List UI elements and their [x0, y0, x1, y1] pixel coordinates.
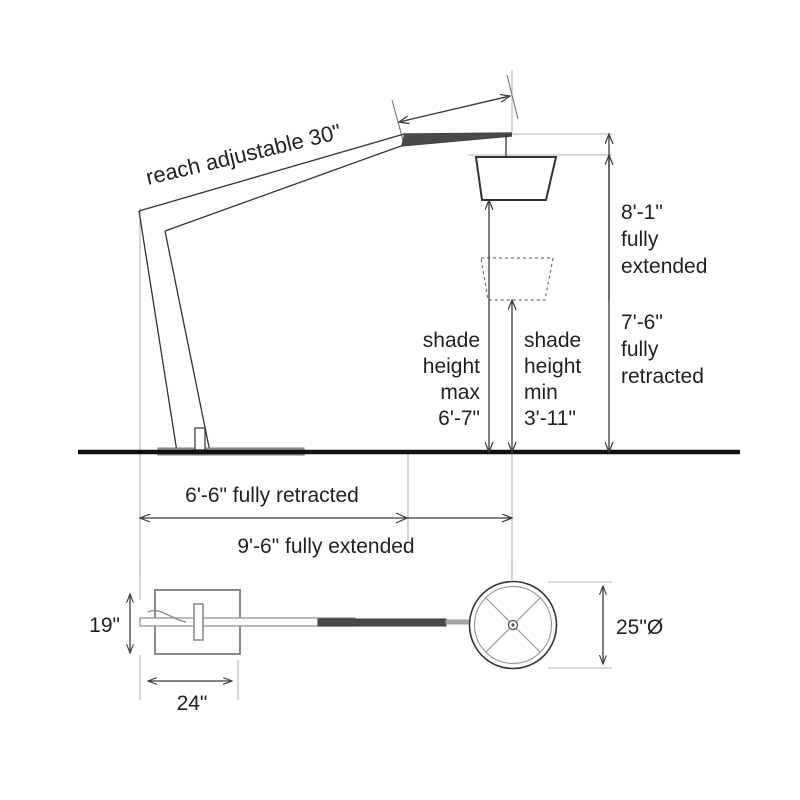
overall-retracted-line2: fully: [621, 338, 659, 361]
shade-height-min-line4: 3'-11": [524, 407, 576, 430]
overall-extended-line3: extended: [621, 255, 707, 278]
shade-height-min-label: shade height min 3'-11": [524, 329, 581, 430]
reach-retracted-arrowhead: [395, 512, 409, 524]
shade-height-min-line2: height: [524, 355, 581, 378]
plan-shade-inner-circle: [473, 585, 553, 665]
reach-retracted-label: 6'-6" fully retracted: [185, 484, 359, 507]
shade-extended: [474, 156, 558, 201]
shade-retracted-ghost: [480, 257, 554, 301]
shade-height-max-line3: max: [440, 381, 480, 404]
shade-height-max-label: shade height max 6'-7": [423, 329, 481, 430]
reach-adjustable-dimension: [391, 74, 519, 145]
plan-cable-detail: [147, 609, 187, 623]
reach-tick-right: [506, 74, 519, 120]
reach-extended-label: 9'-6" fully extended: [237, 535, 414, 558]
arm-tip-solid: [401, 133, 512, 146]
arm-front-leg: [164, 230, 211, 453]
shade-height-max-line4: 6'-7": [438, 407, 480, 430]
plan-arm-mid: [317, 618, 447, 627]
shade-height-min-line1: shade: [524, 329, 581, 352]
shade-height-max-line1: shade: [423, 329, 480, 352]
overall-retracted-line3: retracted: [621, 365, 704, 388]
base-depth-label: 19": [89, 614, 120, 637]
plan-extension-lines: [139, 560, 612, 700]
plan-view: 19" 24" 25"Ø: [89, 560, 663, 715]
shade-height-min-line3: min: [524, 381, 558, 404]
base-width-label: 24": [177, 692, 208, 715]
shade-diameter-label: 25"Ø: [616, 616, 663, 639]
reach-dimension-arrow: [399, 96, 510, 122]
overall-retracted-line1: 7'-6": [621, 311, 663, 334]
arm-rear-leg: [138, 210, 178, 453]
base-post: [194, 427, 206, 451]
overall-extended-line1: 8'-1": [621, 201, 663, 224]
overall-retracted-label: 7'-6" fully retracted: [621, 311, 704, 388]
overall-extended-label: 8'-1" fully extended: [621, 201, 707, 278]
overall-extended-line2: fully: [621, 228, 659, 251]
plan-shade-hub-center: [511, 623, 515, 627]
shade-height-max-line2: height: [423, 355, 480, 378]
plan-base-post: [193, 603, 204, 641]
